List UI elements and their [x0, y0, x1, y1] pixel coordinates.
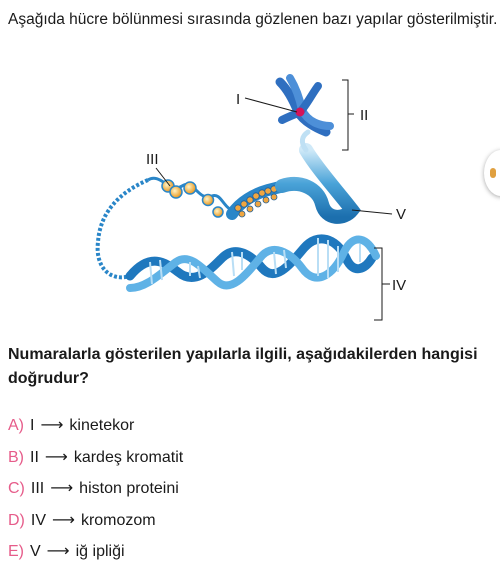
- option-answer: kromozom: [80, 511, 156, 529]
- pointer-i: [244, 97, 298, 113]
- option-e[interactable]: E) V ⟶ iğ ipliği: [8, 536, 183, 568]
- option-roman: IV: [30, 511, 47, 529]
- option-roman: II: [30, 448, 39, 466]
- question-text: Numaralarla gösterilen yapılarla ilgili,…: [8, 346, 478, 387]
- option-answer: iğ ipliği: [75, 543, 125, 560]
- centromere: [295, 107, 305, 117]
- arrow-icon: ⟶: [40, 417, 64, 434]
- cell-division-figure: I II III V IV: [95, 74, 406, 321]
- option-letter: D): [8, 511, 25, 529]
- label-iii: III: [146, 151, 159, 168]
- chromatin-tube: [275, 143, 361, 224]
- label-iv: IV: [392, 277, 406, 294]
- label-v: V: [396, 206, 406, 223]
- option-c[interactable]: C) III ⟶ histon proteini: [8, 473, 183, 505]
- pointer-iii: [155, 167, 171, 187]
- option-letter: C): [8, 480, 25, 497]
- option-letter: A): [8, 417, 24, 434]
- option-letter: E): [8, 543, 24, 560]
- option-d[interactable]: D) IV ⟶ kromozom: [8, 505, 183, 537]
- option-answer: kardeş kromatit: [73, 448, 184, 466]
- chromosome: [275, 74, 334, 137]
- bracket-iv: [374, 247, 390, 321]
- option-roman: V: [30, 543, 41, 560]
- option-roman: I: [30, 417, 35, 434]
- double-helix: [125, 234, 380, 292]
- label-i: I: [236, 91, 240, 108]
- side-scroll-button[interactable]: [484, 150, 500, 196]
- arrow-icon: ⟶: [46, 543, 70, 560]
- arrow-icon: ⟶: [44, 448, 68, 466]
- option-answer: kinetekor: [69, 417, 135, 434]
- label-ii: II: [360, 107, 368, 124]
- side-button-indicator: [490, 168, 496, 178]
- nucleosome-chromatin: [147, 176, 237, 218]
- arrow-icon: ⟶: [52, 511, 75, 529]
- pointer-v: [351, 209, 393, 215]
- bracket-ii: [342, 79, 354, 151]
- option-a[interactable]: A) I ⟶ kinetekor: [8, 410, 183, 442]
- arrow-icon: ⟶: [50, 480, 74, 497]
- intro-text: Aşağıda hücre bölünmesi sırasında gözlen…: [8, 11, 498, 28]
- option-roman: III: [30, 480, 45, 497]
- option-b[interactable]: B) II ⟶ kardeş kromatit: [8, 442, 183, 474]
- answer-options: A)I⟶kinetekor B)II⟶kardeş kromatit C)III…: [8, 410, 183, 568]
- option-letter: B): [8, 448, 24, 466]
- option-answer: histon proteini: [79, 480, 179, 497]
